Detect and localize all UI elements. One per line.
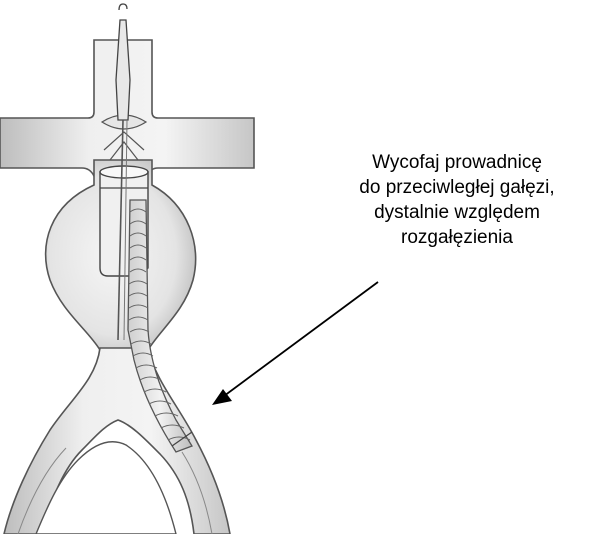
pointer-arrow xyxy=(212,282,378,405)
annotation-text: Wycofaj prowadnicę do przeciwległej gałę… xyxy=(322,150,592,250)
annotation-line-2: do przeciwległej gałęzi, xyxy=(322,175,592,200)
iliac-bifurcation xyxy=(4,348,230,534)
annotation-line-1: Wycofaj prowadnicę xyxy=(322,150,592,175)
annotation-line-4: rozgałęzienia xyxy=(322,225,592,250)
annotation-line-3: dystalnie względem xyxy=(322,200,592,225)
